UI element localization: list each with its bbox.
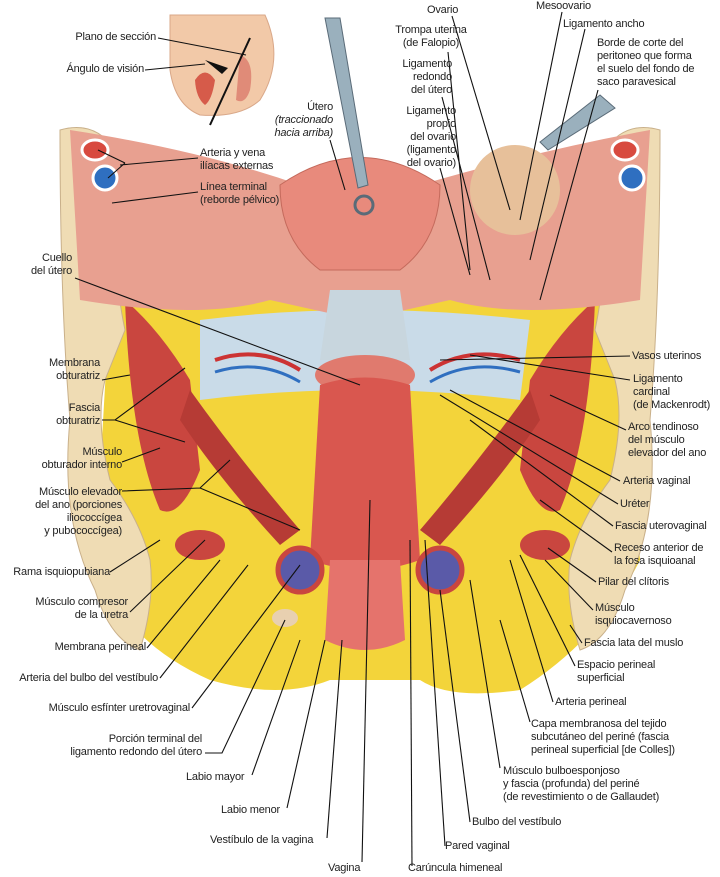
label-musculo-obturador: Músculo obturador interno [41, 446, 123, 471]
label-compresor-uretra: Músculo compresor de la uretra [35, 596, 128, 621]
label-arco-tendinoso: Arco tendinoso del músculo elevador del … [628, 421, 707, 459]
label-receso: Receso anterior de la fosa isquioanal [614, 542, 704, 567]
label-capa-membranosa: Capa membranosa del tejido subcutáneo de… [531, 718, 675, 756]
label-pilar-clitoris: Pilar del clítoris [598, 576, 669, 588]
label-membrana-obturatriz: Membrana obturatriz [49, 357, 100, 382]
label-bulbo-vestibulo: Bulbo del vestíbulo [472, 816, 562, 828]
label-porcion-terminal: Porción terminal del ligamento redondo d… [70, 733, 202, 758]
label-arteria-bulbo: Arteria del bulbo del vestíbulo [19, 672, 158, 684]
label-fascia-obturatriz: Fascia obturatriz [56, 402, 100, 427]
label-mesoovario: Mesoovario [536, 0, 591, 12]
label-arteria-vaginal: Arteria vaginal [623, 475, 691, 487]
label-utero: Útero [307, 101, 333, 113]
label-esfinter-uretrovaginal: Músculo esfínter uretrovaginal [48, 702, 191, 714]
label-ligamento-redondo: Ligamento redondo del útero [402, 58, 452, 96]
label-fascia-uterovaginal: Fascia uterovaginal [615, 520, 707, 532]
label-arteria-perineal: Arteria perineal [555, 696, 627, 708]
label-ligamento-propio: Ligamento propio del ovario (ligamento d… [406, 105, 456, 169]
label-bulboesponjoso: Músculo bulboesponjoso y fascia (profund… [503, 765, 660, 803]
label-plano-seccion: Plano de sección [75, 31, 156, 43]
label-rama-isquiopubiana: Rama isquiopubiana [13, 566, 110, 578]
label-linea-terminal: Línea terminal (reborde pélvico) [200, 181, 280, 206]
label-ovario: Ovario [427, 4, 459, 16]
label-musculo-elevador: Músculo elevador del ano (porciones ilio… [35, 486, 122, 537]
label-fascia-lata: Fascia lata del muslo [584, 637, 684, 649]
label-caruncula: Carúncula himeneal [408, 862, 503, 874]
label-vagina: Vagina [328, 862, 361, 874]
label-arteria-iliaca: Arteria y vena ilíacas externas [200, 147, 274, 172]
label-espacio-perineal: Espacio perineal superficial [577, 659, 656, 684]
label-utero-sub: (traccionado hacia arriba) [274, 114, 333, 139]
label-borde-corte: Borde de corte del peritoneo que forma e… [597, 37, 695, 88]
label-ligamento-ancho: Ligamento ancho [563, 18, 645, 30]
inset-sagittal-view [169, 14, 275, 126]
label-ureter: Uréter [620, 498, 650, 510]
label-isquiocavernoso: Músculo isquiocavernoso [595, 602, 672, 627]
label-ligamento-cardinal: Ligamento cardinal (de Mackenrodt) [633, 373, 711, 411]
label-labio-menor: Labio menor [221, 804, 280, 816]
label-labio-mayor: Labio mayor [186, 771, 245, 783]
label-cuello-utero: Cuello del útero [30, 252, 72, 277]
label-trompa: Trompa uterina (de Falopio) [395, 24, 467, 49]
forceps-left [324, 17, 375, 216]
label-vestibulo: Vestíbulo de la vagina [210, 834, 314, 846]
forceps-right [539, 94, 616, 151]
leader-lines [74, 11, 631, 867]
label-vasos-uterinos: Vasos uterinos [632, 350, 702, 362]
label-angulo-vision: Ángulo de visión [66, 63, 144, 75]
label-pared-vaginal: Pared vaginal [445, 840, 510, 852]
label-membrana-perineal: Membrana perineal [54, 641, 147, 653]
